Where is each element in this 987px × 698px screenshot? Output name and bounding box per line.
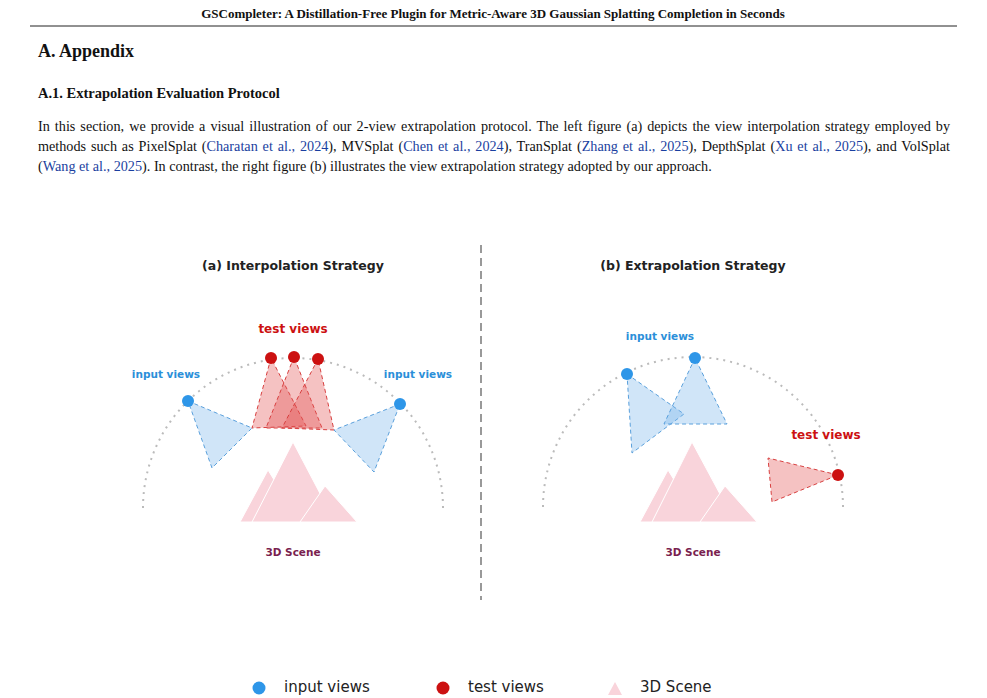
legend-text: 3D Scene	[640, 678, 712, 696]
legend-swatch	[606, 679, 624, 697]
panel-title: (b) Extrapolation Strategy	[600, 258, 785, 273]
legend-swatch	[434, 679, 452, 697]
view-label: input views	[626, 330, 694, 342]
section-heading: A. Appendix	[38, 41, 134, 62]
citation: Chen et al., 2024	[403, 138, 504, 154]
legend-sample	[437, 682, 450, 695]
legend-text: test views	[468, 678, 544, 696]
subsection-heading: A.1. Extrapolation Evaluation Protocol	[38, 85, 280, 102]
citation: Xu et al., 2025	[775, 138, 863, 154]
legend-swatch	[250, 679, 268, 697]
view-label: test views	[258, 322, 327, 336]
view-label: input views	[132, 368, 200, 380]
citation: Charatan et al., 2024	[207, 138, 329, 154]
view-label: input views	[384, 368, 452, 380]
panel-title: (a) Interpolation Strategy	[202, 258, 384, 273]
legend-sample	[608, 682, 622, 695]
citation: Zhang et al., 2025	[582, 138, 689, 154]
citation: Wang et al., 2025	[43, 158, 142, 174]
scene-label: 3D Scene	[665, 546, 720, 558]
view-label: test views	[791, 428, 860, 442]
legend-sample	[253, 682, 266, 695]
body-paragraph: In this section, we provide a visual ill…	[38, 116, 950, 176]
scene-label: 3D Scene	[265, 546, 320, 558]
legend-text: input views	[284, 678, 370, 696]
running-header: GSCompleter: A Distillation-Free Plugin …	[201, 6, 785, 22]
